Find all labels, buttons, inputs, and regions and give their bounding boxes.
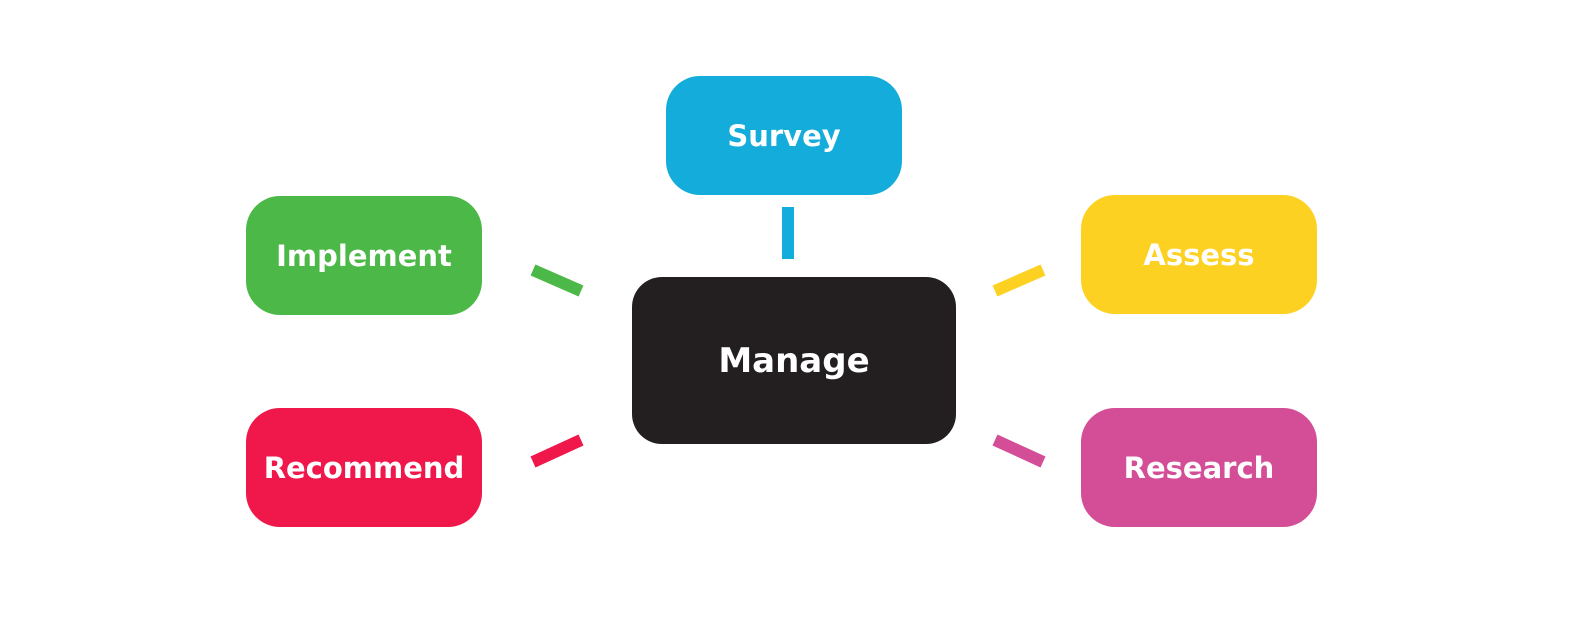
node-survey: Survey xyxy=(666,76,902,195)
connector-implement xyxy=(530,264,584,297)
node-research-label: Research xyxy=(1123,450,1275,485)
node-manage: Manage xyxy=(632,277,956,444)
node-implement: Implement xyxy=(246,196,482,315)
connector-assess xyxy=(992,264,1046,297)
node-recommend: Recommend xyxy=(246,408,482,527)
node-recommend-label: Recommend xyxy=(263,450,465,485)
node-survey-label: Survey xyxy=(727,118,841,153)
node-research: Research xyxy=(1081,408,1317,527)
connector-recommend xyxy=(530,434,584,468)
connector-research xyxy=(992,434,1046,468)
node-assess: Assess xyxy=(1081,195,1317,314)
node-implement-label: Implement xyxy=(276,238,452,273)
node-manage-label: Manage xyxy=(718,340,870,381)
node-assess-label: Assess xyxy=(1143,237,1255,272)
